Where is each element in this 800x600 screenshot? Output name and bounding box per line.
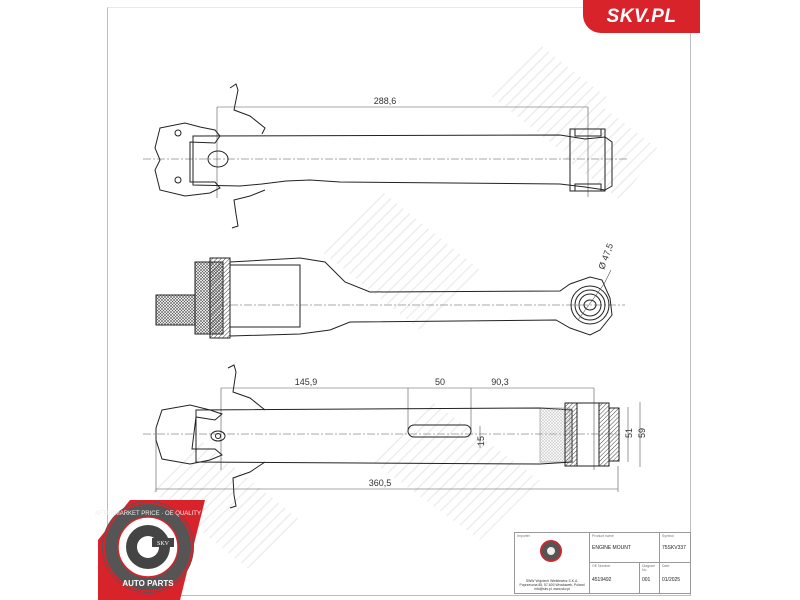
product-name-cell: Product name ENGINE MOUNT	[590, 533, 660, 563]
bottom-view	[143, 364, 641, 509]
background-watermark	[150, 45, 660, 570]
dim-288-6: 288,6	[374, 96, 397, 106]
dim-diameter-47-5: Ø 47,5	[596, 242, 615, 271]
title-block: Importer SWW Wojciech Wielkiewicz S.K.A.…	[514, 532, 691, 594]
symbol-cell: Symbol 75SKV337	[660, 533, 691, 563]
oe-number-cell: OE Number 4519492	[590, 563, 640, 594]
dim-59: 59	[637, 428, 647, 438]
dim-15: 15	[476, 436, 486, 446]
brand-tab[interactable]: SKV.PL	[583, 0, 700, 33]
dim-90-3: 90,3	[491, 377, 509, 387]
drawing-frame	[107, 7, 691, 596]
importer-logo-icon	[540, 540, 562, 562]
dim-145-9: 145,9	[295, 377, 318, 387]
dim-360-5: 360,5	[369, 478, 392, 488]
seal-top-text: AFTERMARKET PRICE · OE QUALITY	[95, 511, 201, 517]
top-view	[143, 83, 628, 229]
product-name-value: ENGINE MOUNT	[592, 545, 631, 551]
date-cell: Date 01/2025	[660, 563, 691, 594]
importer-caption: Importer	[517, 534, 531, 538]
oe-number-value: 4519492	[592, 577, 612, 583]
dim-50: 50	[435, 377, 445, 387]
seal-center-text: SKV	[157, 541, 170, 547]
auto-parts-seal: AFTERMARKET PRICE · OE QUALITY SKV AUTO …	[95, 500, 205, 600]
importer-cell: Importer SWW Wojciech Wielkiewicz S.K.A.…	[515, 533, 590, 594]
diagram-no-value: 001	[642, 577, 651, 583]
date-caption: Date	[662, 564, 670, 568]
brand-label: SKV.PL	[606, 5, 677, 27]
date-value: 01/2025	[662, 577, 681, 583]
side-view	[155, 257, 625, 339]
diagram-no-caption: Diagram No	[642, 564, 656, 572]
product-name-caption: Product name	[592, 534, 614, 538]
symbol-caption: Symbol	[662, 534, 674, 538]
seal-bottom-text: AUTO PARTS	[122, 579, 174, 588]
importer-address: SWW Wojciech Wielkiewicz S.K.A. Poprzecz…	[519, 579, 585, 591]
dim-51: 51	[624, 428, 634, 438]
diagram-no-cell: Diagram No 001	[640, 563, 660, 594]
oe-number-caption: OE Number	[592, 564, 611, 568]
symbol-value: 75SKV337	[662, 545, 686, 551]
